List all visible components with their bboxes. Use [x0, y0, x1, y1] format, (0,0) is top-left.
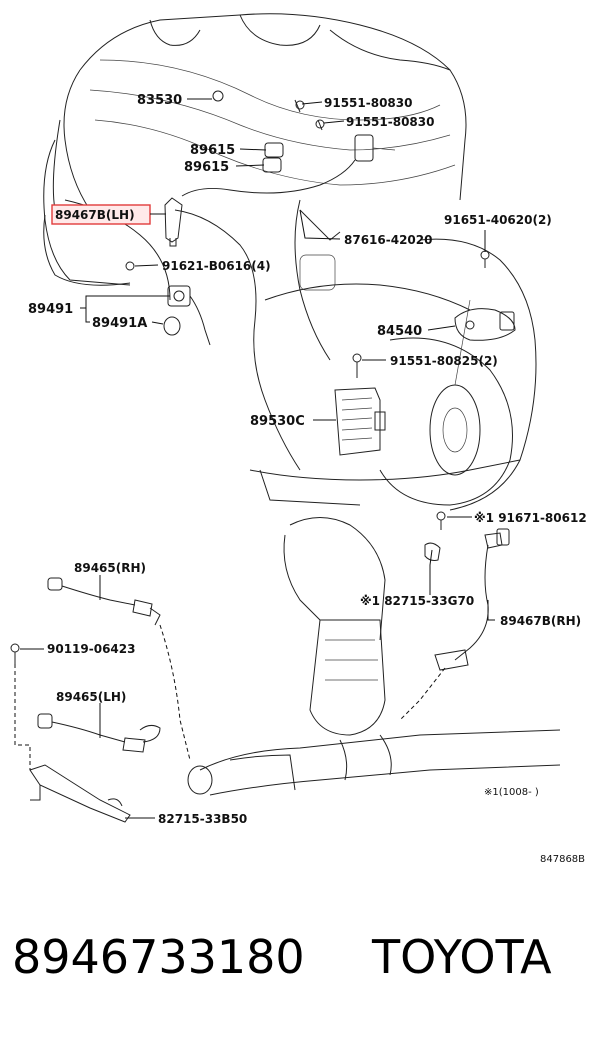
exhaust-illustration: [10, 517, 561, 823]
label-89467b-rh: 89467B(RH): [500, 614, 581, 628]
diagram-code: 847868B: [540, 854, 585, 865]
part-number: 8946733180: [12, 930, 305, 984]
label-91551-80830-b: 91551-80830: [346, 115, 434, 129]
brand-name: TOYOTA: [372, 930, 552, 984]
label-89615-b: 89615: [184, 160, 229, 175]
note-1008: ※1(1008- ): [484, 787, 539, 798]
label-89530c: 89530C: [250, 414, 305, 429]
part-labels: 83530 91551-80830 91551-80830 89615 8961…: [28, 93, 587, 865]
label-91621-b0616: 91621-B0616(4): [162, 259, 271, 273]
parts-diagram: 83530 91551-80830 91551-80830 89615 8961…: [10, 13, 587, 865]
label-89491: 89491: [28, 302, 73, 317]
label-90119-06423: 90119-06423: [47, 642, 135, 656]
label-89467b-lh: 89467B(LH): [55, 208, 135, 222]
label-91651-40620: 91651-40620(2): [444, 213, 552, 227]
label-89465-lh: 89465(LH): [56, 690, 126, 704]
leader-lines: [20, 98, 495, 819]
footer: 8946733180 TOYOTA: [0, 930, 600, 1020]
label-89615-a: 89615: [190, 143, 235, 158]
label-91551-80830-a: 91551-80830: [324, 96, 412, 110]
label-91551-80825: 91551-80825(2): [390, 354, 498, 368]
label-89491a: 89491A: [92, 316, 147, 331]
engine-illustration: [43, 13, 537, 530]
label-89465-rh: 89465(RH): [74, 561, 146, 575]
label-91671-80612: ※1 91671-80612: [474, 511, 587, 525]
label-82715-33b50: 82715-33B50: [158, 812, 247, 826]
label-82715-33g70: ※1 82715-33G70: [360, 594, 474, 608]
label-84540: 84540: [377, 324, 422, 339]
label-87616-42020: 87616-42020: [344, 233, 432, 247]
label-83530: 83530: [137, 93, 182, 108]
